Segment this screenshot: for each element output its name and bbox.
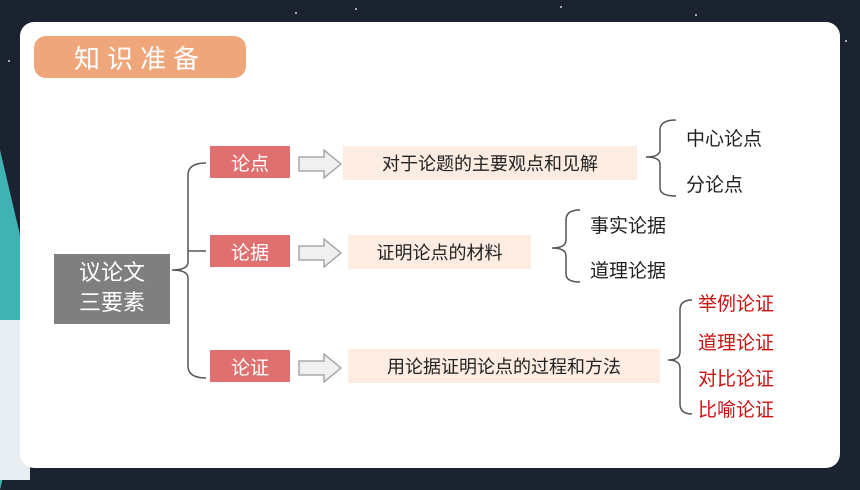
branch-label-lunju: 论据	[210, 235, 290, 267]
leaf-juli-lunzheng: 举例论证	[698, 293, 775, 315]
branch-lunzheng-brace	[667, 299, 693, 415]
branch-lundian-brace	[645, 119, 677, 197]
background-star	[845, 40, 847, 42]
branch-lunju-brace	[551, 209, 581, 283]
background-star	[8, 60, 10, 62]
arrow-right-icon	[298, 149, 342, 179]
leaf-zhongxin-lundian: 中心论点	[686, 128, 763, 150]
branch-desc-lundian: 对于论题的主要观点和见解	[343, 146, 637, 180]
root-line-2: 三要素	[78, 291, 145, 316]
leaf-biyu-lunzheng: 比喻论证	[698, 399, 775, 421]
background-star	[560, 6, 562, 8]
page-title: 知识准备	[34, 36, 246, 78]
root-node: 议论文 三要素	[54, 254, 170, 324]
root-brace	[171, 162, 207, 379]
branch-desc-lunzheng: 用论据证明论点的过程和方法	[348, 349, 660, 383]
background-star	[295, 12, 297, 14]
root-line-1: 议论文	[78, 261, 145, 286]
arrow-right-icon	[298, 238, 342, 268]
branch-label-lundian: 论点	[210, 146, 290, 178]
branch-desc-lunju: 证明论点的材料	[348, 235, 531, 269]
arrow-right-icon	[298, 353, 342, 383]
leaf-duibi-lunzheng: 对比论证	[698, 368, 775, 390]
branch-label-lunzheng: 论证	[210, 350, 290, 382]
background-star	[695, 14, 697, 16]
background-star	[355, 8, 357, 10]
leaf-shishi-lunju: 事实论据	[590, 215, 667, 237]
leaf-daoli-lunzheng: 道理论证	[698, 332, 775, 354]
leaf-fen-lundian: 分论点	[686, 174, 744, 196]
leaf-daoli-lunju: 道理论据	[590, 260, 667, 282]
